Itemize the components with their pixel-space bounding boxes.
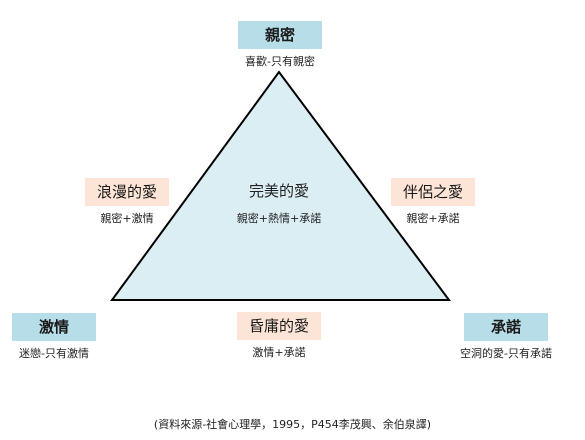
passion-title: 激情	[12, 313, 96, 341]
romantic-love-title: 浪漫的愛	[85, 178, 169, 206]
consummate-love-title: 完美的愛	[248, 182, 309, 200]
love-triangle	[110, 70, 451, 301]
fatuous-love-title: 昏庸的愛	[237, 312, 321, 340]
companionate-love-description: 親密+承諾	[406, 212, 460, 225]
commitment-title: 承諾	[464, 313, 548, 341]
companionate-love-title: 伴侶之愛	[391, 178, 475, 206]
passion-description: 迷戀-只有激情	[19, 347, 89, 360]
source-caption: (資料來源-社會心理學，1995，P454李茂興、余伯泉譯)	[153, 418, 432, 431]
fatuous-love-description: 激情+承諾	[252, 346, 306, 359]
romantic-love-description: 親密+激情	[100, 212, 154, 225]
consummate-love-description: 親密+熱情+承諾	[236, 212, 322, 225]
intimacy-description: 喜歡-只有親密	[245, 55, 315, 68]
commitment-description: 空洞的愛-只有承諾	[460, 347, 552, 360]
intimacy-title: 親密	[238, 21, 322, 49]
